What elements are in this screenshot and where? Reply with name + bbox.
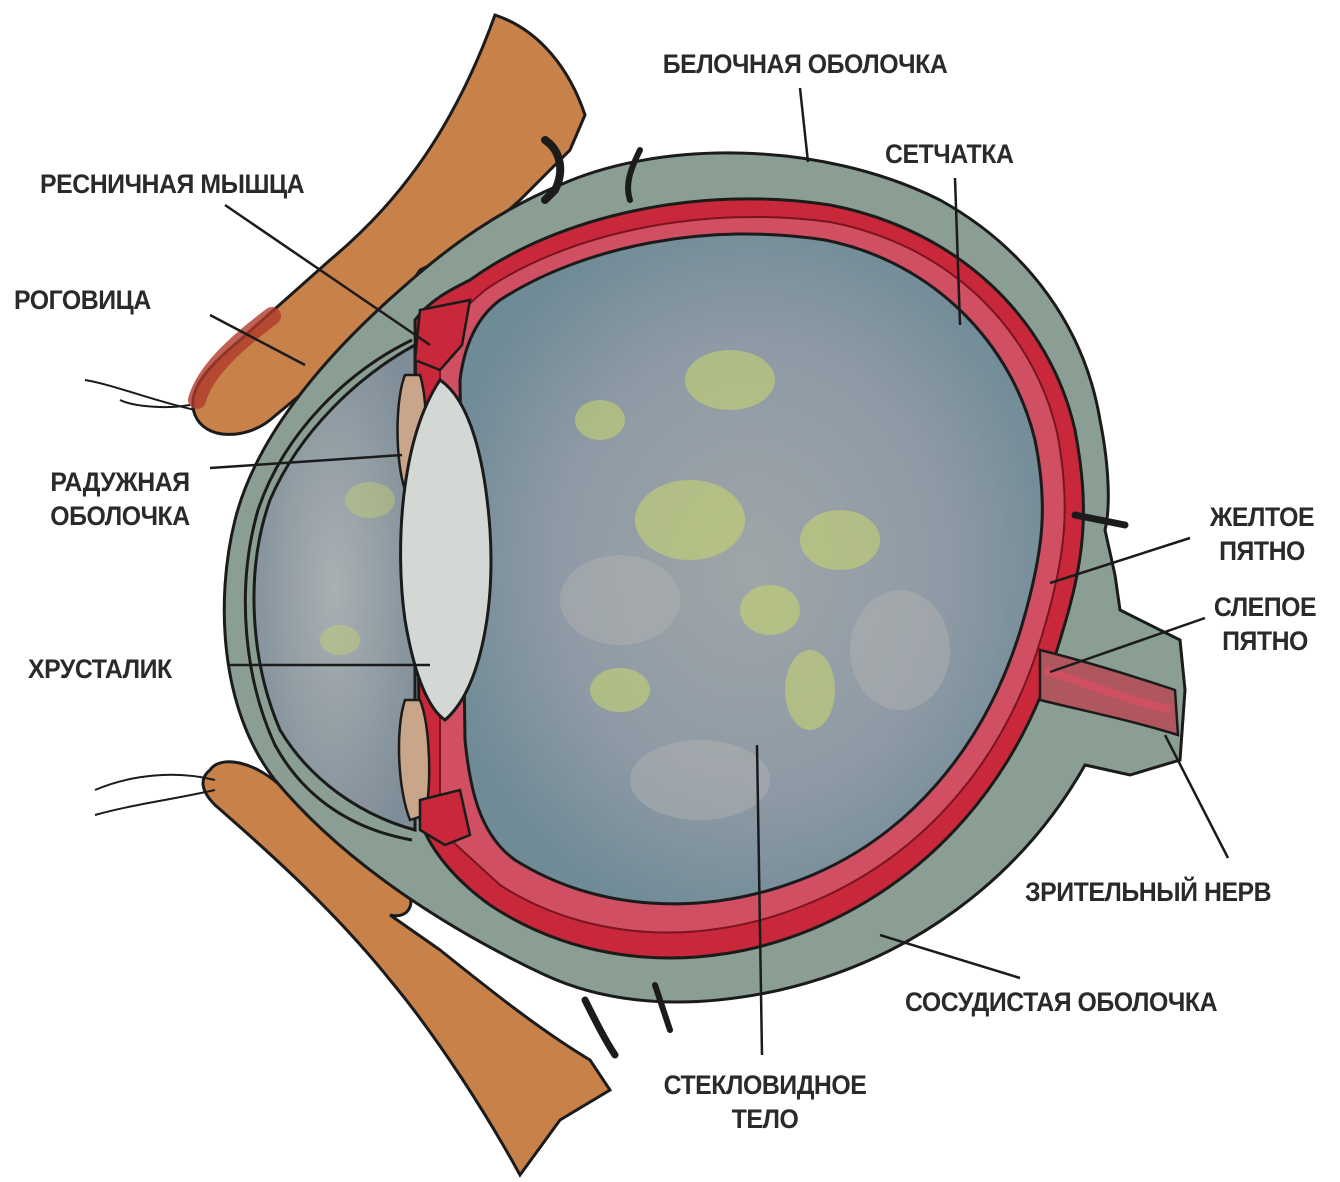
leader-choroid [880,935,1020,978]
lower-eyelash [95,775,215,790]
label-blind-spot-line1: СЛЕПОЕ [1196,590,1334,624]
label-choroid: СОСУДИСТАЯ ОБОЛОЧКА [905,985,1217,1019]
leader-optic-nerve [1165,735,1228,858]
label-vitreous-line1: СТЕКЛОВИДНОЕ [641,1068,889,1102]
label-macula-line1: ЖЕЛТОЕ [1188,500,1335,534]
label-iris: РАДУЖНАЯ ОБОЛОЧКА [28,465,212,533]
label-lens: ХРУСТАЛИК [28,652,172,686]
leader-sclera [800,88,808,162]
label-blind-spot: СЛЕПОЕ ПЯТНО [1196,590,1334,658]
label-retina: СЕТЧАТКА [885,137,1013,171]
label-cornea: РОГОВИЦА [14,283,151,317]
label-sclera: БЕЛОЧНАЯ ОБОЛОЧКА [644,47,966,81]
label-optic-nerve: ЗРИТЕЛЬНЫЙ НЕРВ [1025,875,1271,909]
label-macula-line2: ПЯТНО [1188,534,1335,568]
label-iris-line1: РАДУЖНАЯ [28,465,212,499]
label-blind-spot-line2: ПЯТНО [1196,624,1334,658]
label-ciliary-muscle: РЕСНИЧНАЯ МЫШЦА [40,167,304,201]
label-vitreous: СТЕКЛОВИДНОЕ ТЕЛО [641,1068,889,1136]
label-macula: ЖЕЛТОЕ ПЯТНО [1188,500,1335,568]
label-vitreous-line2: ТЕЛО [641,1102,889,1136]
label-iris-line2: ОБОЛОЧКА [28,499,212,533]
